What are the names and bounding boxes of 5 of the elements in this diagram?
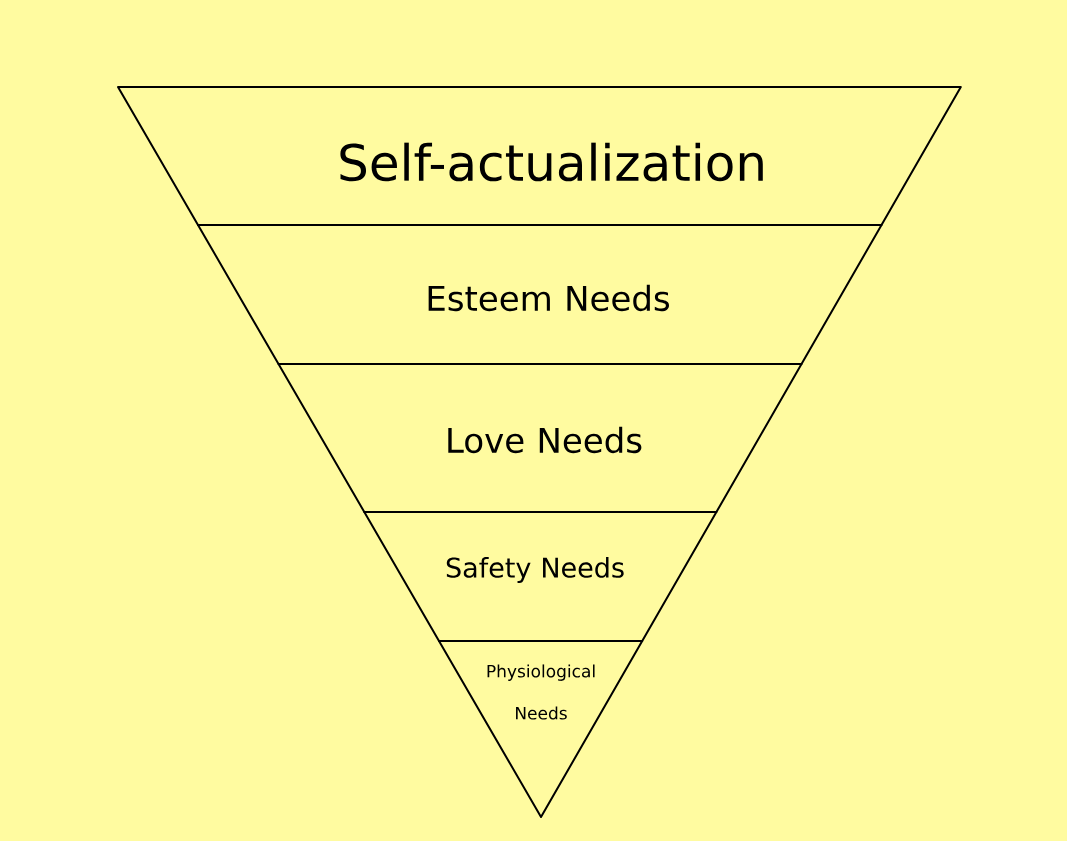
pyramid-level: Safety Needs xyxy=(363,511,718,642)
pyramid-level: Self-actualization xyxy=(117,86,962,226)
pyramid-level: Esteem Needs xyxy=(197,224,883,365)
pyramid-level: Physiological Needs xyxy=(438,640,644,818)
pyramid-level: Love Needs xyxy=(277,363,803,513)
